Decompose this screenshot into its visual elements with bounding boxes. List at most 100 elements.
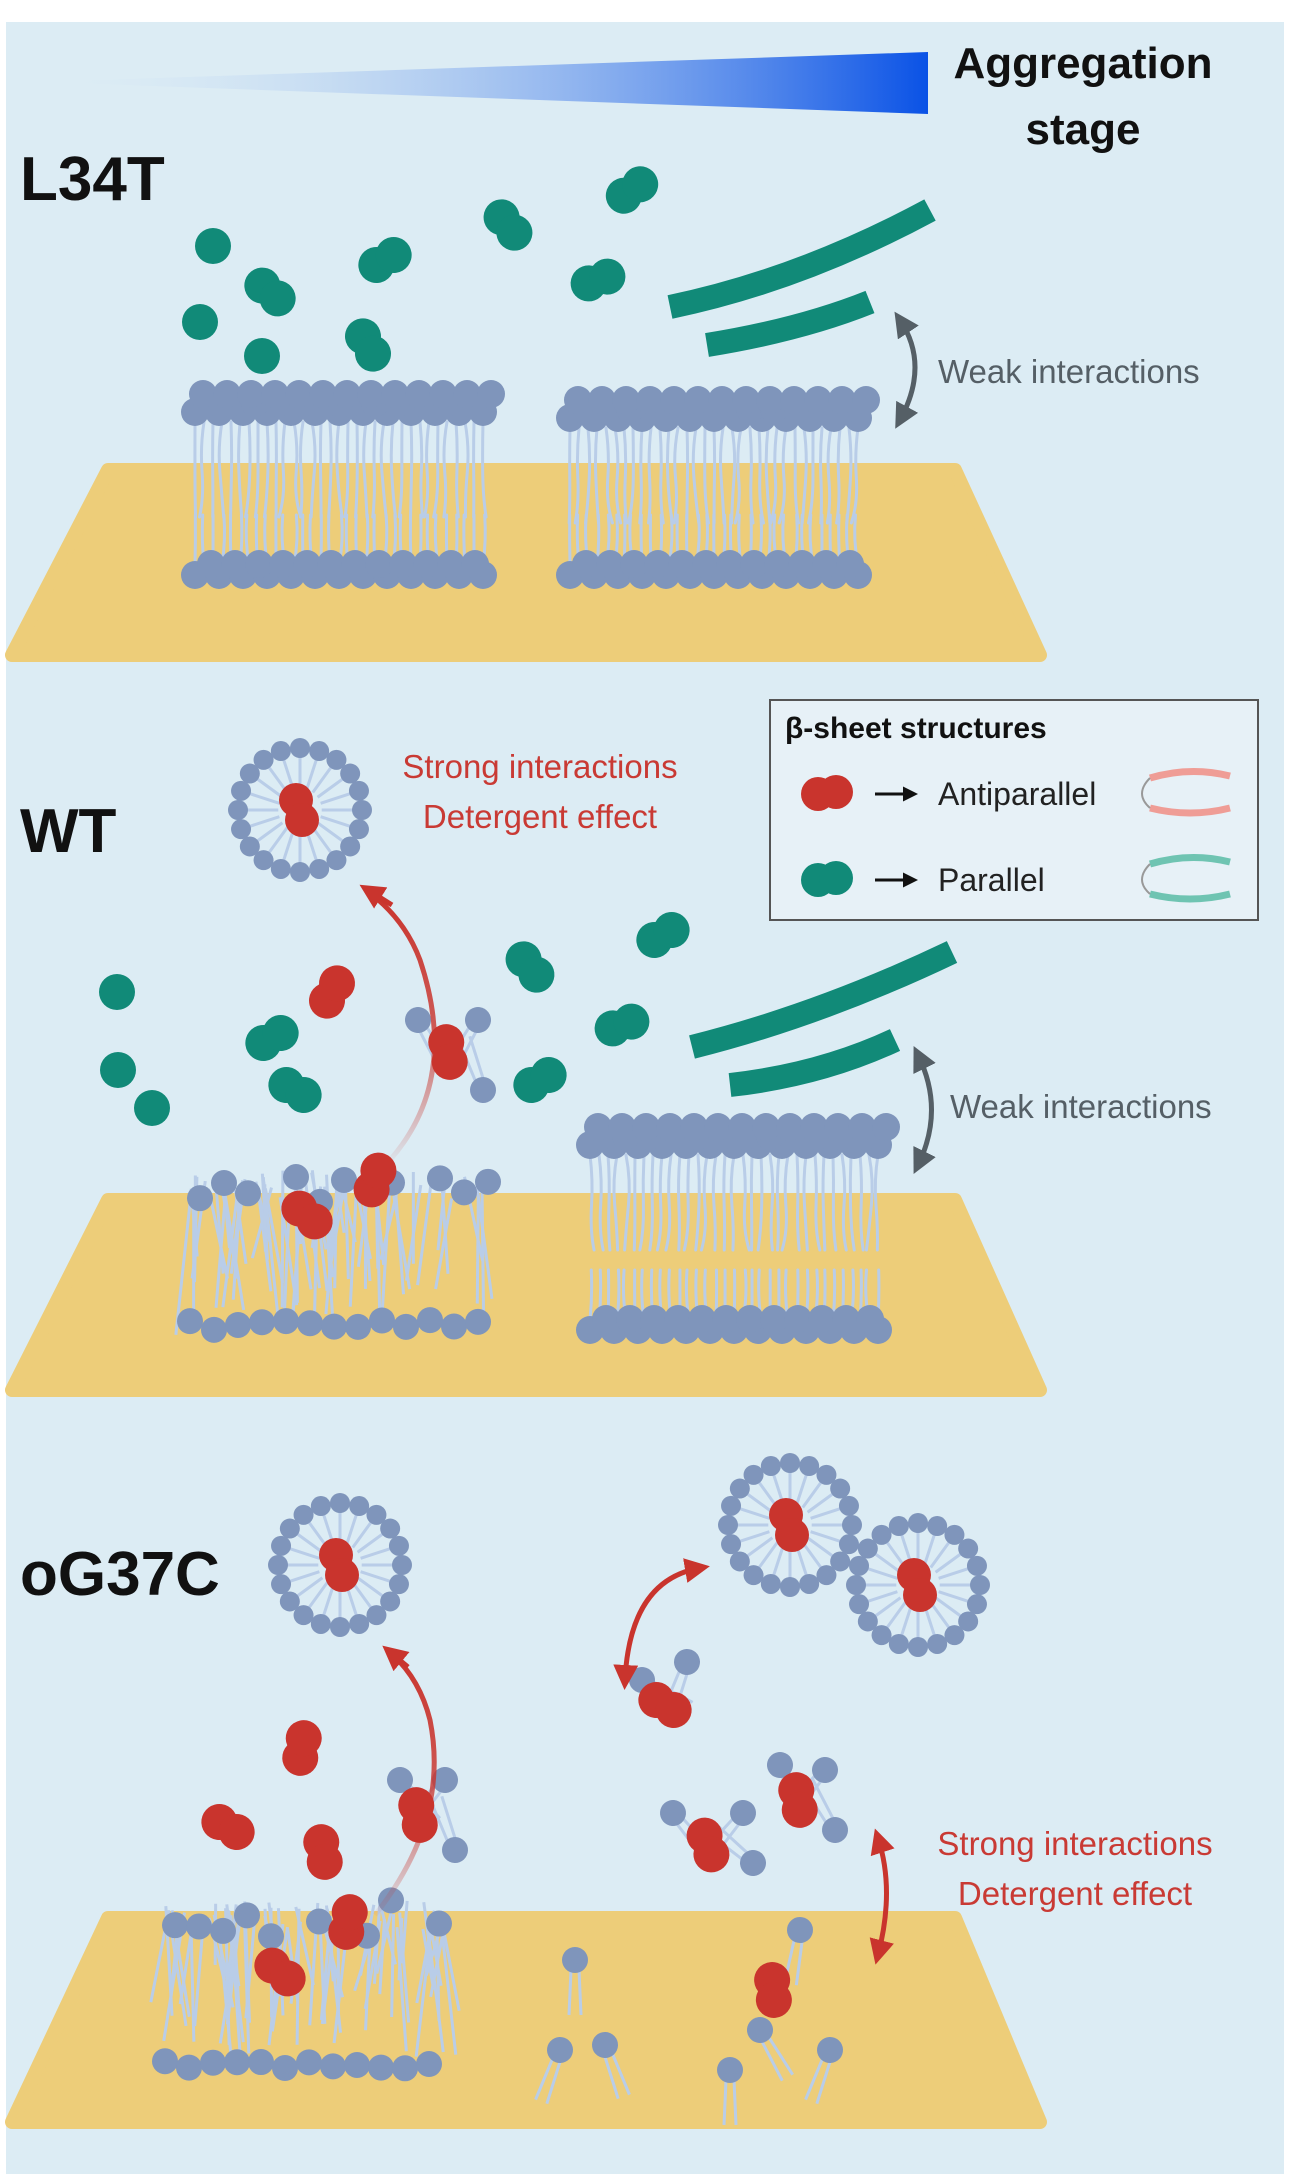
lipid-tail	[849, 426, 860, 525]
lipid-head	[405, 1007, 431, 1033]
lipid	[717, 2057, 743, 2126]
micelle	[718, 1453, 862, 1597]
panel-label: L34T	[20, 145, 165, 214]
teal-dimer-unit	[355, 335, 391, 372]
beta-sheet-icon	[1141, 863, 1151, 895]
lipid-head	[211, 1170, 237, 1197]
lipid-tail	[664, 1153, 673, 1252]
red-dimer-unit	[319, 965, 355, 1002]
lipid-head	[261, 380, 289, 408]
lipid-tail	[813, 1153, 822, 1252]
lipid-tail	[422, 1901, 436, 1981]
lipid-tail	[577, 1969, 583, 2016]
lipid-tail	[610, 2052, 631, 2096]
lipid-head	[849, 1594, 870, 1615]
teal-dimer-unit	[259, 280, 296, 317]
teal-dimer	[594, 1003, 650, 1047]
teal-monomer	[244, 338, 280, 374]
lipid-head	[309, 741, 330, 762]
lipid-tail	[436, 1183, 447, 1251]
lipid-head	[290, 862, 310, 882]
lipid-head	[857, 1611, 878, 1632]
aggregation-label: Aggregation	[953, 39, 1212, 88]
lipid-head	[380, 1591, 401, 1612]
red-dimer	[285, 803, 319, 837]
panel-label: WT	[20, 797, 117, 866]
teal-dimer-unit	[375, 237, 412, 273]
lipid-head	[872, 1113, 900, 1141]
lipid-head	[405, 380, 433, 408]
beta-sheet-icon	[1149, 890, 1231, 903]
lipid-tail	[835, 426, 842, 525]
lipid-head	[213, 380, 241, 408]
lipid-tail	[229, 420, 234, 519]
lipid-tail	[329, 1186, 346, 1265]
teal-dimer-unit	[589, 258, 626, 295]
lipid-head	[816, 1464, 837, 1485]
lipid-head	[187, 1185, 213, 1212]
lipid-tail	[819, 426, 824, 525]
lipid-tail	[767, 2035, 794, 2076]
lipid-tail	[224, 1904, 238, 2003]
annotation-detergent-effect: Detergent effect	[423, 798, 657, 835]
lipid-head	[717, 2057, 743, 2083]
lipid-tail	[694, 1153, 701, 1252]
lipid-tail	[732, 2079, 738, 2126]
red-dimer	[303, 1824, 343, 1880]
lipid-tail	[316, 821, 344, 843]
red-dimer	[309, 965, 355, 1019]
lipid-tail	[665, 426, 674, 525]
lipid-head	[349, 1496, 370, 1517]
annotation-weak-interactions: Weak interactions	[938, 353, 1200, 390]
lipid-head	[293, 1504, 314, 1525]
lipid-head	[340, 763, 361, 784]
lipid-head	[258, 1923, 284, 1950]
lipid-tail	[351, 1521, 373, 1549]
lipid-head	[644, 550, 672, 578]
lipid-tail	[422, 420, 431, 519]
red-dimer-unit	[360, 1152, 397, 1189]
lipid-head	[780, 1577, 800, 1597]
teal-dimer	[245, 1015, 299, 1061]
lipid-head	[730, 1800, 756, 1826]
lipid-tail	[685, 426, 690, 525]
lipid-tail	[193, 420, 198, 519]
lipid-head	[177, 1308, 203, 1335]
lipid-tail	[298, 420, 305, 519]
lipid-tail	[900, 1605, 913, 1636]
lipid-tail	[372, 1904, 382, 1984]
lipid-head	[368, 2054, 394, 2081]
lipid-head	[326, 749, 347, 770]
lipid-tail	[378, 1902, 397, 1965]
lipid-tail	[305, 759, 318, 790]
lipid-tail	[739, 1530, 770, 1543]
lipid-tail	[375, 1903, 395, 1974]
detergent-arrow-head	[359, 884, 394, 909]
lipid-head	[743, 1464, 764, 1485]
lipid-head	[388, 1535, 409, 1556]
red-dimer	[428, 1024, 468, 1080]
lipid-head	[729, 1551, 750, 1572]
lipid-tail	[604, 426, 614, 525]
lipid-tail	[923, 1534, 936, 1565]
lipid-tail	[249, 792, 280, 805]
lipid-tail	[311, 826, 333, 854]
lipid-tail	[760, 2039, 784, 2082]
lipid-head	[228, 800, 248, 820]
lipid-tail	[938, 1567, 969, 1580]
lipid-head	[330, 1493, 350, 1513]
lipid-tail	[815, 2060, 832, 2105]
lipid-tail	[730, 426, 737, 525]
lipid-tail	[442, 420, 449, 519]
lipid-tail	[356, 1532, 384, 1554]
lipid-tail	[632, 1153, 637, 1252]
lipid-head	[427, 1165, 453, 1192]
lipid-head	[248, 2049, 274, 2076]
lipid-head	[270, 858, 291, 879]
lipid-head	[716, 550, 744, 578]
lipid-head	[341, 550, 369, 578]
lipid-tail	[801, 1481, 823, 1509]
lipid-head	[231, 780, 252, 801]
lipid-head	[162, 1912, 188, 1939]
